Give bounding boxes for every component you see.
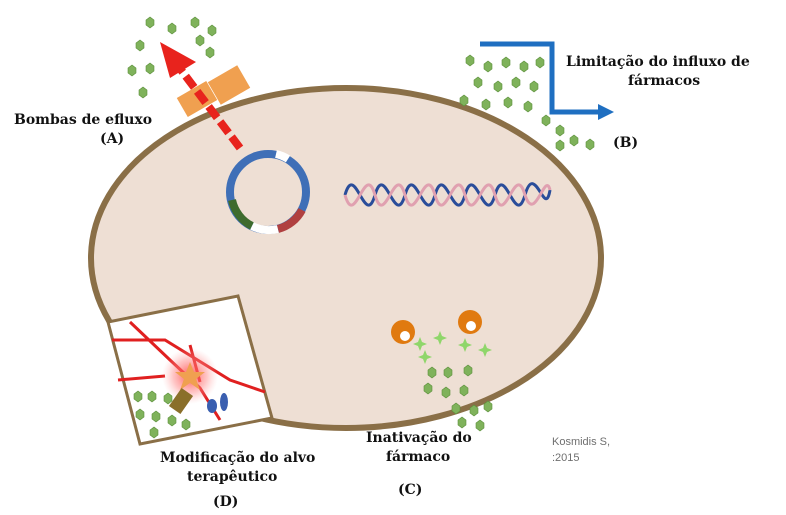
label-influx-line1: Limitação do influxo de	[566, 54, 750, 70]
label-inactivation-letter: (C)	[398, 482, 422, 498]
label-target-letter: (D)	[213, 494, 238, 510]
label-efflux-letter: (A)	[100, 131, 124, 147]
label-inactivation-line1: Inativação do	[366, 430, 472, 446]
label-influx-letter: (B)	[613, 135, 638, 151]
credit-line2: :2015	[552, 452, 580, 464]
label-efflux: Bombas de efluxo	[14, 112, 152, 128]
label-inactivation-line2: fármaco	[386, 449, 450, 465]
label-target-line2: terapêutico	[187, 469, 277, 485]
credit-line1: Kosmidis S,	[552, 436, 610, 448]
label-target-line1: Modificação do alvo	[160, 450, 315, 466]
label-influx-line2: fármacos	[628, 73, 700, 89]
